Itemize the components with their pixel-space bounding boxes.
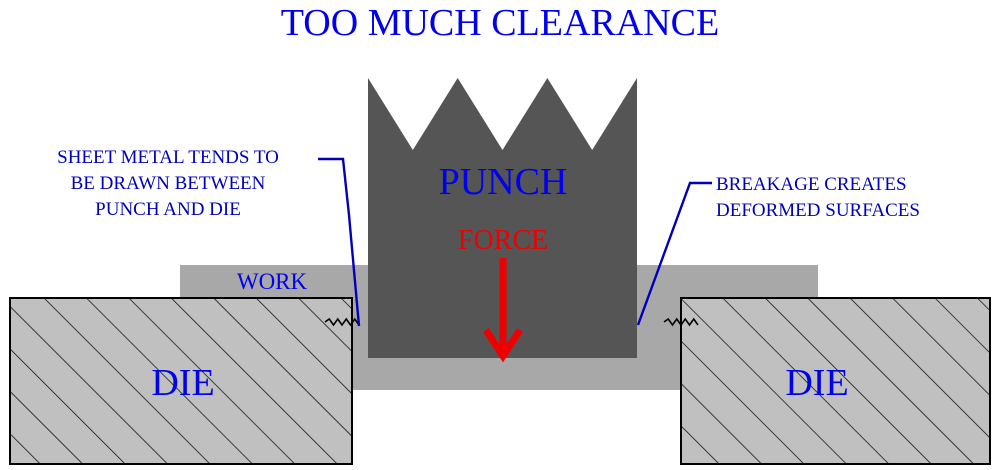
left-annotation-leader-line — [318, 157, 361, 327]
die-right-label: DIE — [785, 362, 848, 404]
break-mark-left-icon — [324, 317, 360, 327]
right-annotation-leader-line — [636, 181, 712, 326]
break-mark-right-icon — [663, 317, 699, 327]
annotation-line: DEFORMED SURFACES — [716, 200, 920, 221]
force-arrow-icon — [483, 258, 523, 363]
work-label: WORK — [237, 269, 308, 294]
page-title: TOO MUCH CLEARANCE — [281, 2, 719, 44]
right-annotation-text: BREAKAGE CREATES DEFORMED SURFACES — [716, 174, 920, 221]
annotation-line: BREAKAGE CREATES — [716, 174, 907, 195]
punch-label: PUNCH — [439, 161, 568, 203]
die-left-body — [9, 297, 353, 465]
die-right-body — [680, 297, 991, 465]
left-annotation-text: SHEET METAL TENDS TO BE DRAWN BETWEEN PUNC… — [57, 147, 279, 220]
die-right-group: DIE — [680, 297, 991, 465]
force-arrow-head — [483, 328, 523, 363]
die-left-label: DIE — [151, 362, 214, 404]
annotation-line: PUNCH AND DIE — [95, 199, 241, 220]
annotation-line: SHEET METAL TENDS TO — [57, 147, 279, 168]
force-label: FORCE — [458, 225, 548, 256]
die-left-group: DIE — [9, 297, 353, 465]
annotation-line: BE DRAWN BETWEEN — [71, 173, 266, 194]
punch-body — [368, 78, 637, 358]
